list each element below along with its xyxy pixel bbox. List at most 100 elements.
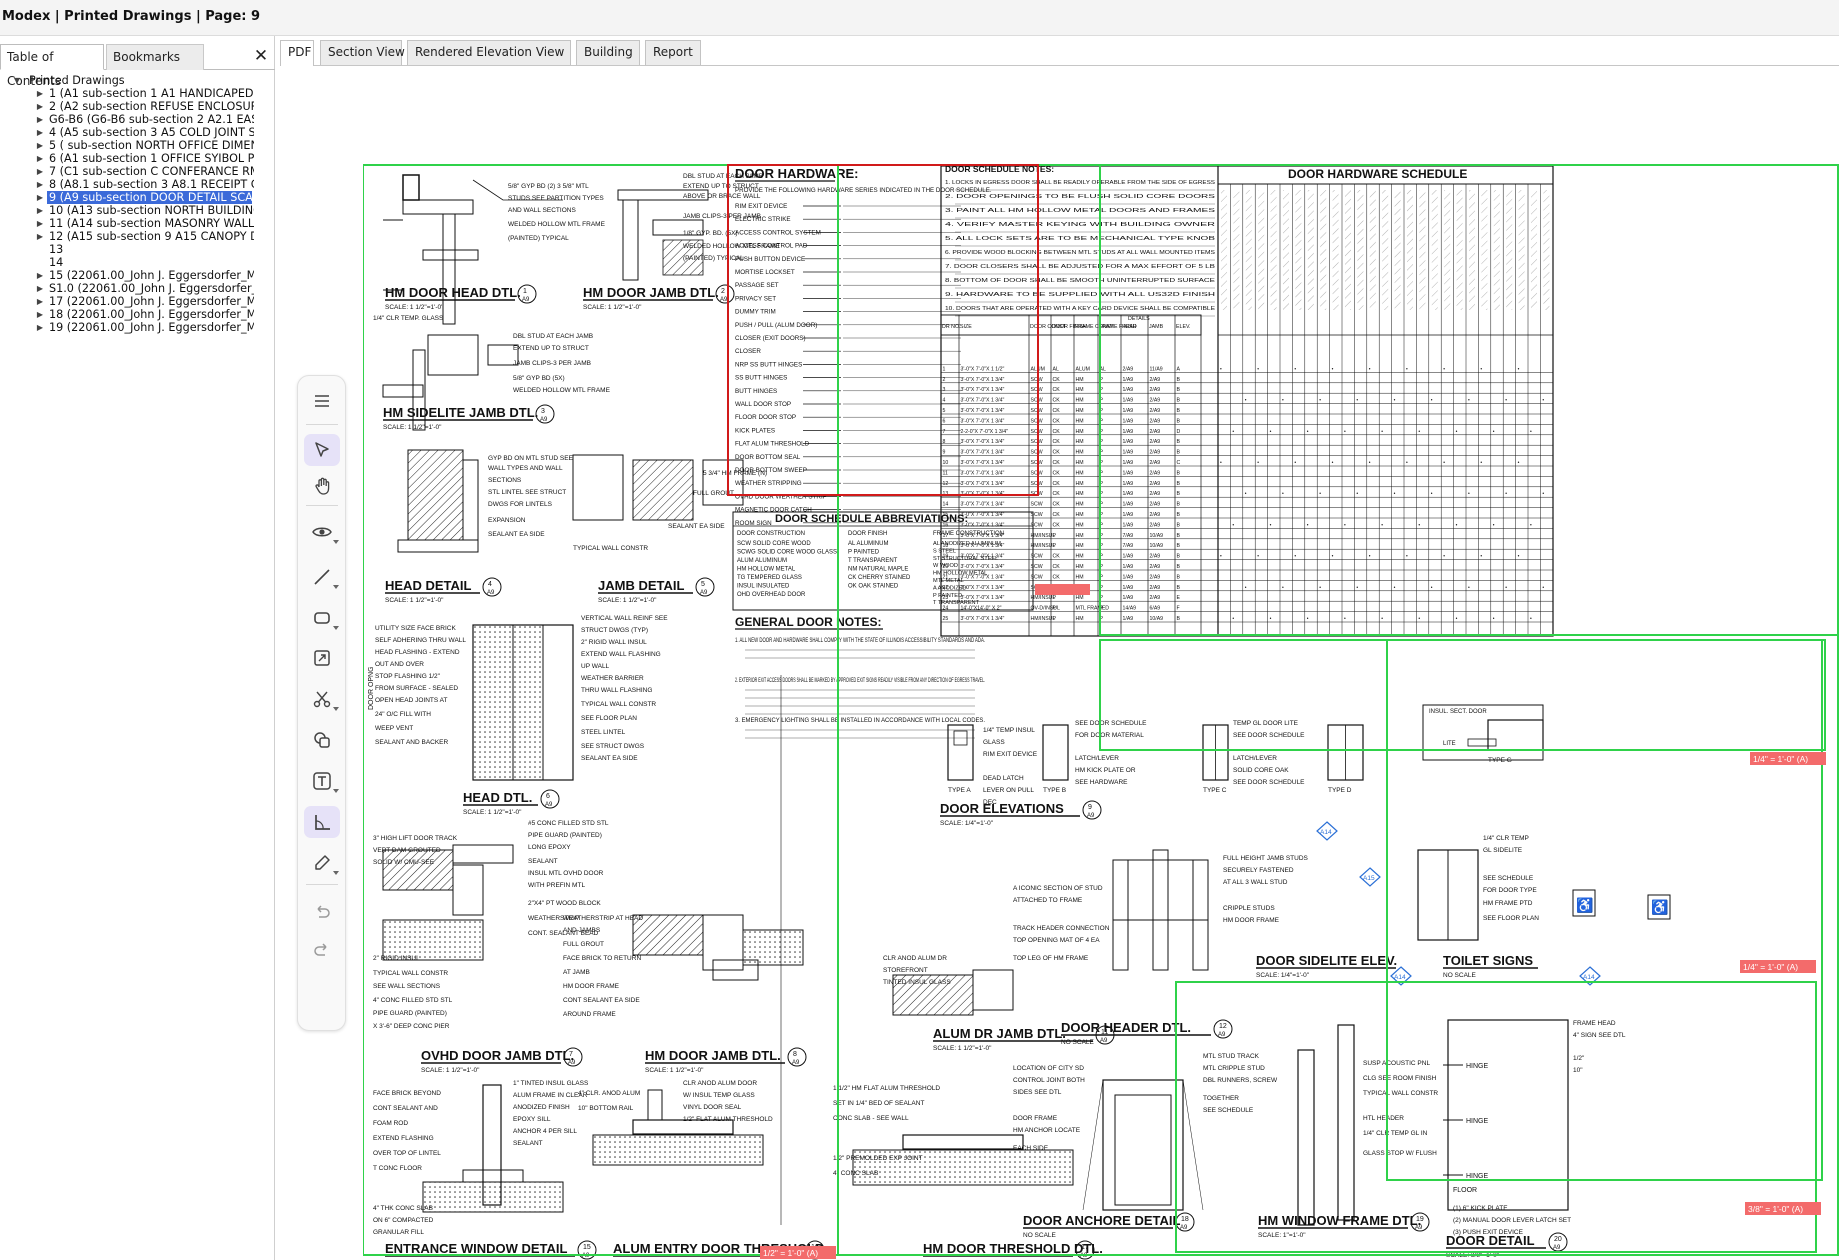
overlap-shapes-icon[interactable]: [304, 724, 340, 756]
schedule-cell: CK: [1053, 574, 1061, 580]
tree-item[interactable]: ▶7 (C1 sub-section C CONFERANCE RM 10...: [0, 165, 275, 178]
schedule-cell: 3'-0"X 7'-0"X 1 3/4": [961, 574, 1005, 580]
annotation-text: W/ INSUL TEMP GLASS: [683, 1092, 755, 1099]
tree-item[interactable]: ▶S1.0 (22061.00_John J. Eggersdorfer_M..…: [0, 282, 275, 295]
schedule-cell: A: [1177, 366, 1181, 372]
expand-right-icon[interactable]: ▶: [36, 128, 44, 137]
redo-icon[interactable]: [304, 934, 340, 966]
expand-right-icon[interactable]: ▶: [36, 310, 44, 319]
annotation-text: TYPICAL WALL CONSTR: [573, 545, 648, 552]
tab-pdf[interactable]: PDF: [280, 40, 314, 66]
accessible-icon: ♿: [1576, 897, 1593, 914]
tab-report[interactable]: Report: [645, 40, 701, 65]
expand-right-icon[interactable]: ▶: [36, 141, 44, 150]
annotation-text: (2) MANUAL DOOR LEVER LATCH SET: [1453, 1217, 1571, 1224]
annotation-text: UP WALL: [581, 663, 610, 670]
annotation-text: CONC SLAB - SEE WALL: [833, 1115, 909, 1122]
measure-angle-icon[interactable]: [304, 806, 340, 838]
vertical-header-text: [1531, 190, 1537, 310]
tree-item[interactable]: 14: [0, 256, 275, 269]
expand-right-icon[interactable]: ▶: [36, 297, 44, 306]
tree-item[interactable]: ▶11 (A14 sub-section MASONRY WALL SE...: [0, 217, 275, 230]
expand-right-icon[interactable]: ▶: [36, 271, 44, 280]
annotation-text: 24" O/C FILL WITH: [375, 711, 431, 718]
expand-right-icon[interactable]: ▶: [36, 154, 44, 163]
scissors-cut-icon[interactable]: [304, 683, 340, 715]
hardware-mark: •: [1332, 366, 1334, 372]
eyedropper-icon[interactable]: [304, 847, 340, 879]
tree-item[interactable]: ▶5 ( sub-section NORTH OFFICE DIMENSI...: [0, 139, 275, 152]
tree-item[interactable]: ▶19 (22061.00_John J. Eggersdorfer_Mol..…: [0, 321, 275, 334]
schedule-note: 7. DOOR CLOSERS SHALL BE ADJUSTED FOR A …: [945, 264, 1215, 270]
expand-right-icon[interactable]: ▶: [36, 206, 44, 215]
tree-item[interactable]: ▶G6-B6 (G6-B6 sub-section 2 A2.1 EAST-..…: [0, 113, 275, 126]
tree-item[interactable]: ▶1 (A1 sub-section 1 A1 HANDICAPED PA...: [0, 87, 275, 100]
tab-bookmarks[interactable]: Bookmarks: [106, 44, 204, 70]
expand-right-icon[interactable]: ▶: [36, 219, 44, 228]
hand-pan-icon[interactable]: [304, 470, 340, 502]
annotation-text: 1/8" GYP. BD. (5X): [683, 230, 738, 237]
window-title: Modex | Printed Drawings | Page: 9: [2, 9, 261, 24]
expand-right-icon[interactable]: ▶: [36, 232, 44, 241]
tree-item-label: 8 (A8.1 sub-section 3 A8.1 RECEIPT CO...: [49, 178, 254, 191]
annotation-text: GL SIDELITE: [1483, 847, 1523, 854]
hardware-mark: •: [1431, 398, 1433, 404]
annotation-text: OVER TOP OF LINTEL: [373, 1150, 441, 1157]
tab-table-of-contents[interactable]: Table of Contents: [0, 44, 104, 88]
tree-root[interactable]: ▼Printed Drawings: [0, 74, 275, 87]
hardware-mark: •: [1356, 398, 1358, 404]
expand-down-icon[interactable]: ▼: [13, 76, 21, 85]
sidelite-frame: [427, 334, 479, 376]
tree-item[interactable]: ▶12 (A15 sub-section 9 A15 CANOPY DET...: [0, 230, 275, 243]
expand-right-icon[interactable]: ▶: [36, 180, 44, 189]
schedule-cell: SCW: [1031, 564, 1043, 570]
annotation-text: EACH SIDE: [1013, 1145, 1049, 1152]
undo-icon[interactable]: [304, 896, 340, 928]
close-icon[interactable]: ✕: [253, 46, 269, 65]
schedule-cell: SCW: [1031, 574, 1043, 580]
annotation-text: ATTACHED TO FRAME: [1013, 897, 1083, 904]
tab-building[interactable]: Building: [576, 40, 640, 65]
schedule-cell: 2/A9: [1150, 377, 1161, 383]
tree-item[interactable]: ▶15 (22061.00_John J. Eggersdorfer_Mol..…: [0, 269, 275, 282]
tree-item[interactable]: ▶6 (A1 sub-section 1 OFFICE SYIBOL PLA..…: [0, 152, 275, 165]
tree-item[interactable]: ▶18 (22061.00_John J. Eggersdorfer_Mol..…: [0, 308, 275, 321]
detail-bubble: [577, 1240, 597, 1260]
expand-right-icon[interactable]: ▶: [36, 193, 44, 202]
annotation-text: LONG EPOXY: [528, 844, 571, 851]
rectangle-tool-icon[interactable]: [304, 602, 340, 634]
expand-right-icon[interactable]: ▶: [36, 115, 44, 124]
expand-right-icon[interactable]: ▶: [36, 323, 44, 332]
line-tool-icon[interactable]: [304, 561, 340, 593]
hardware-mark: •: [1332, 554, 1334, 560]
schedule-cell: 1/A9: [1123, 554, 1134, 560]
hardware-mark: •: [1530, 522, 1532, 528]
expand-right-icon[interactable]: ▶: [36, 167, 44, 176]
tree-item[interactable]: ▶17 (22061.00_John J. Eggersdorfer_Mol..…: [0, 295, 275, 308]
detail-bubble: [1213, 1019, 1233, 1039]
annotation-text: SEE DOOR SCHEDULE: [1233, 779, 1305, 786]
tree-item-selected[interactable]: ▶9 (A9 sub-section DOOR DETAIL SCALE 3..…: [0, 191, 275, 204]
expand-right-icon[interactable]: ▶: [36, 284, 44, 293]
vertical-header-text: [1407, 190, 1413, 310]
abbr-heading: DOOR CONSTRUCTION: [737, 531, 805, 537]
tree-item[interactable]: ▶ 8 (A8.1 sub-section 3 A8.1 RECEIPT CO..…: [0, 178, 275, 191]
expand-right-icon[interactable]: ▶: [36, 89, 44, 98]
select-arrow-icon[interactable]: [304, 434, 340, 466]
schedule-cell: HM: [1076, 418, 1084, 424]
tab-rendered-elevation-view[interactable]: Rendered Elevation View: [407, 40, 571, 65]
schedule-cell: 3'-0"X 7'-0"X 1 3/4": [961, 522, 1005, 528]
text-tool-icon[interactable]: [304, 765, 340, 797]
tree-item[interactable]: ▶10 (A13 sub-section NORTH BUILDING R...: [0, 204, 275, 217]
tree-item[interactable]: 13: [0, 243, 275, 256]
menu-icon[interactable]: [304, 385, 340, 417]
tree-item[interactable]: ▶2 (A2 sub-section REFUSE ENCLOSURE E...: [0, 100, 275, 113]
expand-right-icon[interactable]: ▶: [36, 102, 44, 111]
tree-item[interactable]: ▶4 (A5 sub-section 3 A5 COLD JOINT SCA..…: [0, 126, 275, 139]
abbr-line: CK CHERRY STAINED: [848, 575, 911, 581]
eye-visibility-icon[interactable]: [304, 516, 340, 548]
tab-section-view[interactable]: Section View: [320, 40, 405, 65]
fit-expand-icon[interactable]: [304, 642, 340, 674]
schedule-cell: 6/A9: [1150, 606, 1161, 612]
